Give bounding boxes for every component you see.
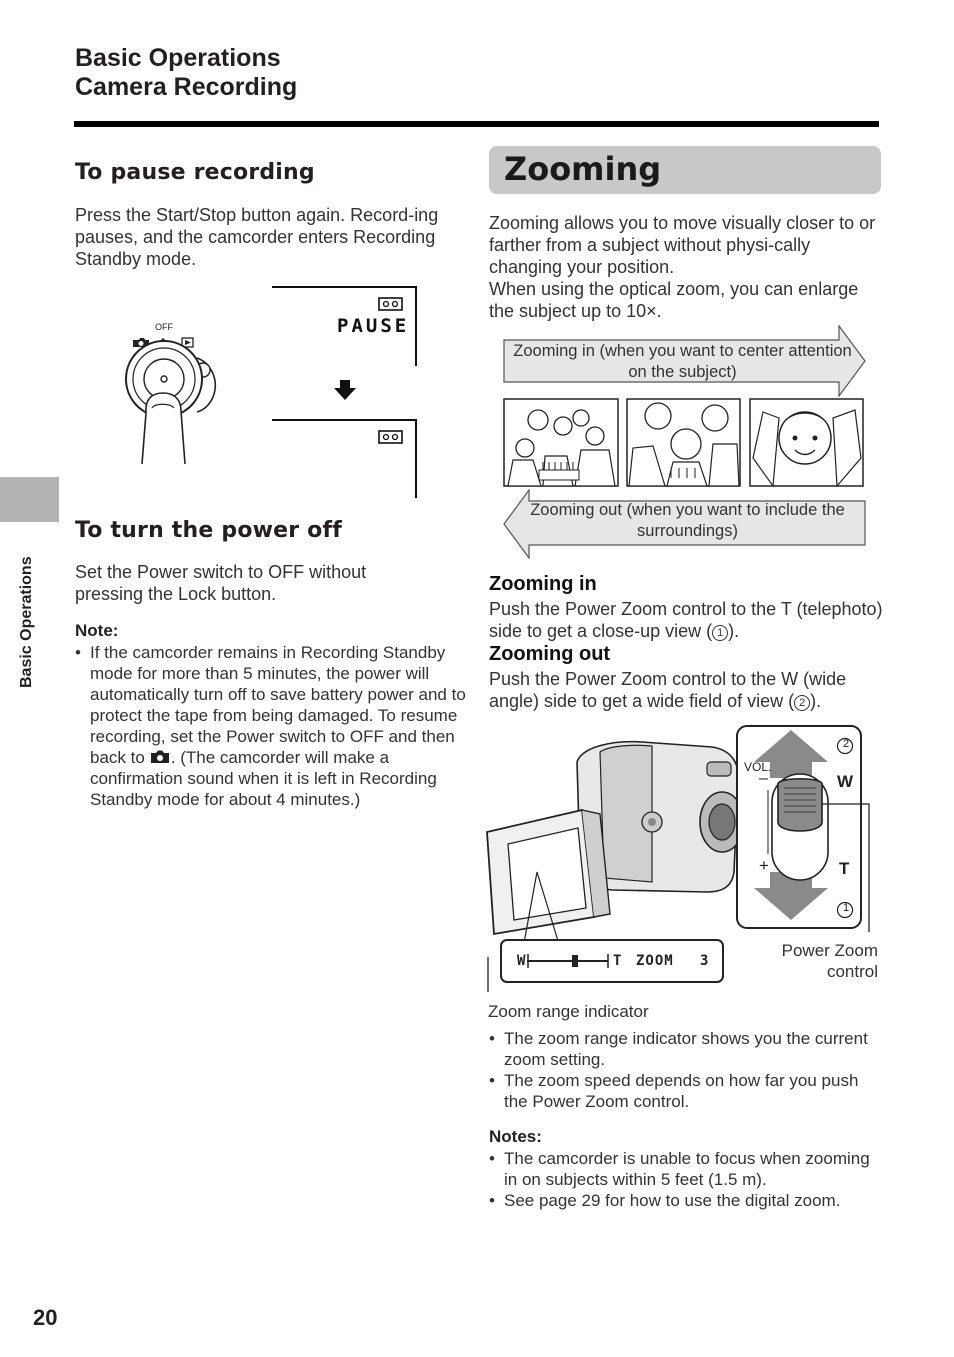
zoom-note: The camcorder is unable to focus when zo… <box>489 1148 884 1190</box>
display-frames <box>272 286 417 498</box>
power-off-note-heading: Note: <box>75 621 119 640</box>
power-off-heading: To turn the power off <box>75 518 343 543</box>
zoom-in-arrow <box>503 325 866 397</box>
zooming-in-text-1: Push the Power Zoom control to the T (te… <box>489 599 883 641</box>
side-tab-label: Basic Operations <box>18 540 48 690</box>
t-side-label: T <box>839 859 850 878</box>
zooming-in-text: Push the Power Zoom control to the T (te… <box>489 598 884 642</box>
zoom-note: See page 29 for how to use the digital z… <box>489 1190 884 1211</box>
power-zoom-label-1: Power Zoom <box>781 941 878 960</box>
pause-text: Press the Start/Stop button again. Recor… <box>75 205 439 269</box>
zoom-out-arrow-text: Zooming out (when you want to include th… <box>530 501 845 540</box>
power-off-text: Set the Power switch to OFF without pres… <box>75 562 367 604</box>
zoom-range-label: Zoom range indicator <box>488 1002 649 1021</box>
start-stop-dial-illustration: OFF <box>125 322 217 465</box>
power-zoom-label-2: control <box>826 962 878 981</box>
zooming-title-banner <box>489 146 881 194</box>
zooming-in-text-2: ). <box>728 621 740 641</box>
power-zoom-label: Power Zoom control <box>760 940 878 982</box>
section-header: Basic Operations Camera Recording <box>75 44 297 102</box>
pause-heading: To pause recording <box>75 160 315 185</box>
circled-2-inline: 2 <box>794 695 811 711</box>
camcorder-illustration <box>486 725 870 992</box>
zoom-bullets: The zoom range indicator shows you the c… <box>489 1028 879 1112</box>
zooming-intro-2: When using the optical zoom, you can enl… <box>489 279 859 321</box>
zooming-intro: Zooming allows you to move visually clos… <box>489 212 879 322</box>
zoom-notes: The camcorder is unable to focus when zo… <box>489 1148 884 1211</box>
zoom-pictures <box>503 398 864 488</box>
zooming-intro-1: Zooming allows you to move visually clos… <box>489 213 876 277</box>
power-off-note-text: If the camcorder remains in Recording St… <box>90 643 466 767</box>
indicator-w: W <box>517 953 526 969</box>
plus-label: + <box>759 856 769 875</box>
picture-close <box>749 398 864 488</box>
power-off-note: If the camcorder remains in Recording St… <box>75 642 467 810</box>
side-tab-marker <box>0 477 59 522</box>
zoom-bullet: The zoom speed depends on how far you pu… <box>489 1070 879 1112</box>
indicator-zoom: ZOOM <box>636 953 674 969</box>
zooming-out-text-2: ). <box>810 691 822 711</box>
circled-1-inline: 1 <box>712 625 729 641</box>
picture-wide <box>503 398 619 487</box>
w-side-label: W <box>837 772 854 791</box>
indicator-t: T <box>613 953 622 969</box>
circled-1-label: 1 <box>842 902 850 914</box>
zooming-out-heading: Zooming out <box>489 643 611 665</box>
header-rule <box>74 121 879 127</box>
zoom-bullet: The zoom range indicator shows you the c… <box>489 1028 879 1070</box>
dial-off-label: OFF <box>155 322 173 332</box>
vol-label: VOL. <box>744 760 772 774</box>
zooming-out-text: Push the Power Zoom control to the W (wi… <box>489 668 884 712</box>
zoom-out-arrow <box>503 489 866 559</box>
header-line-1: Basic Operations <box>75 44 281 72</box>
zooming-in-heading: Zooming in <box>489 573 597 595</box>
side-tab-text: Basic Operations <box>18 556 35 688</box>
zooming-title: Zooming <box>504 150 662 188</box>
circled-2-label: 2 <box>842 738 850 750</box>
minus-label: – <box>759 770 768 787</box>
zoom-in-arrow-text: Zooming in (when you want to center atte… <box>513 342 852 381</box>
picture-medium <box>626 398 741 487</box>
camera-mode-icon <box>150 750 169 763</box>
pause-display-label: PAUSE <box>337 315 410 337</box>
zoom-notes-heading: Notes: <box>489 1127 542 1146</box>
page-number: 20 <box>33 1305 58 1330</box>
zooming-out-text-1: Push the Power Zoom control to the W (wi… <box>489 669 847 711</box>
header-line-2: Camera Recording <box>75 73 298 101</box>
indicator-level: 3 <box>700 953 709 969</box>
power-off-note-text-2: . (The camcorder will make a confirmatio… <box>90 748 437 809</box>
